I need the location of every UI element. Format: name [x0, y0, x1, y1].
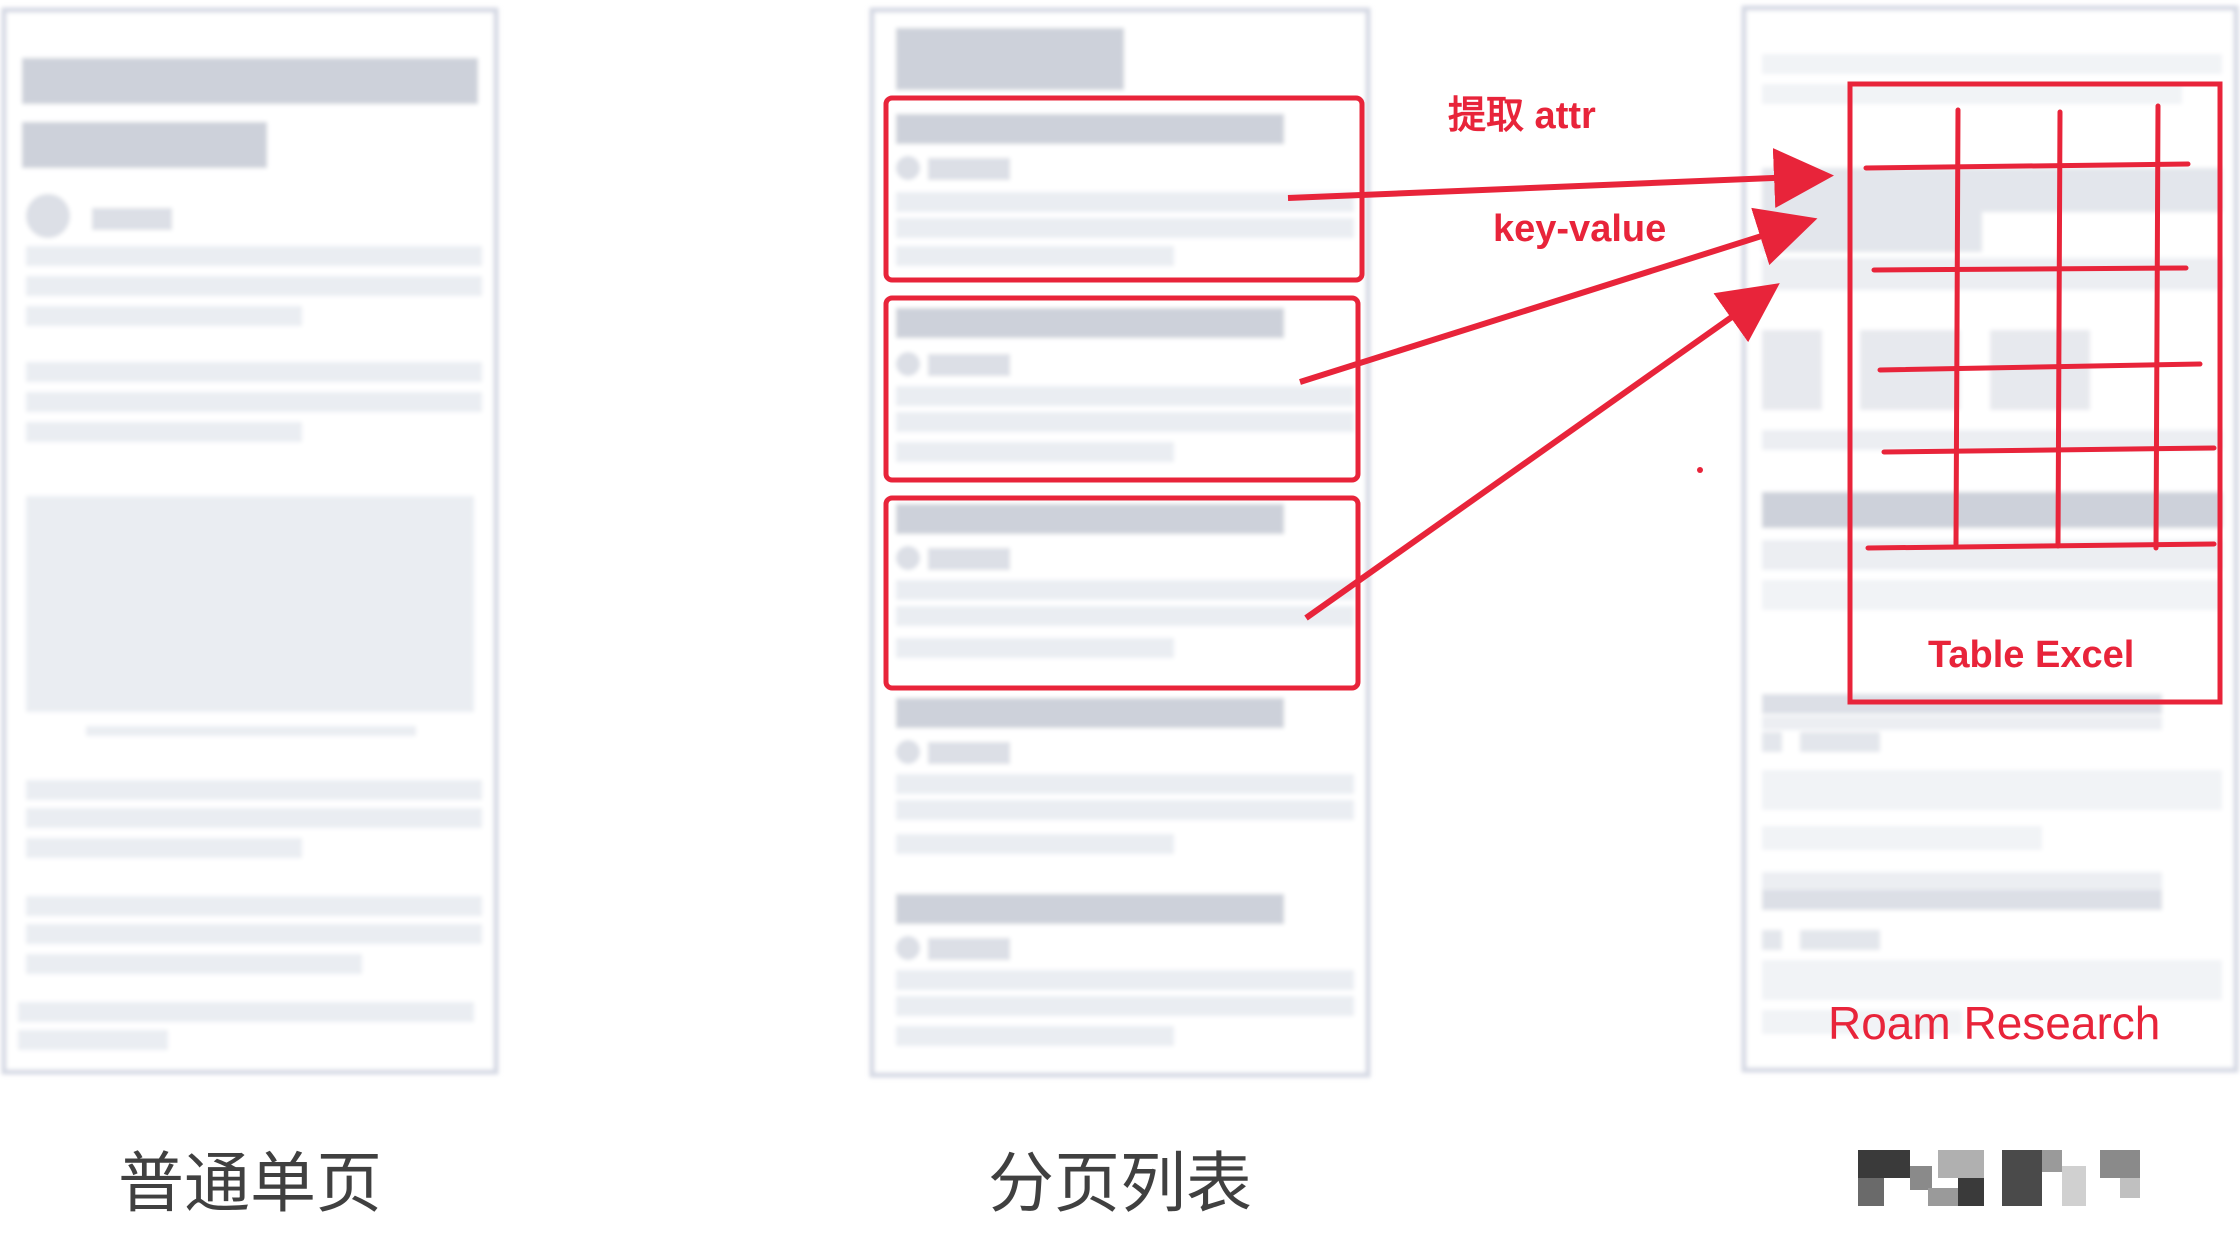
table-frame [1847, 81, 2223, 705]
arrows [1287, 148, 1834, 621]
single-page-wireframe [1, 7, 499, 1075]
table-excel-label: Table Excel [1928, 634, 2135, 676]
highlight-box-1 [883, 95, 1365, 283]
key-value-label: key-value [1493, 208, 1667, 250]
arrow-1 [1287, 148, 1834, 208]
highlight-box-2 [883, 295, 1361, 483]
highlight-boxes [883, 95, 1365, 691]
single-page-caption: 普通单页 [118, 1145, 382, 1222]
stray-dot [1697, 467, 1703, 473]
table-grid [1847, 81, 2223, 705]
arrow-2 [1299, 207, 1818, 385]
paged-list-caption: 分页列表 [988, 1145, 1252, 1222]
paged-list-wireframe [869, 7, 1371, 1078]
arrow-3 [1304, 283, 1780, 621]
roam-research-label: Roam Research [1828, 997, 2161, 1049]
pixelated-logo [1858, 1150, 2140, 1206]
highlight-box-3 [883, 495, 1361, 691]
extract-attr-label: 提取 attr [1448, 95, 1596, 137]
